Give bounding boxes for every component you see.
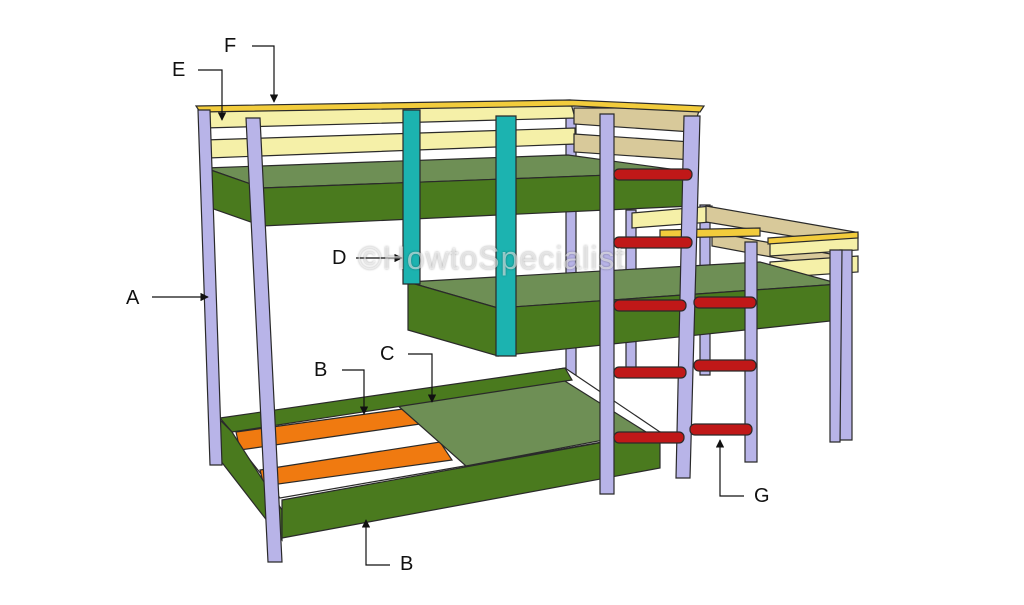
label-b-bottom: B	[400, 553, 414, 575]
label-a: A	[126, 287, 140, 309]
leader-e	[198, 69, 227, 121]
label-c: C	[380, 343, 395, 365]
label-b-top: B	[314, 359, 328, 381]
leader-lines	[152, 45, 744, 566]
label-d: D	[332, 247, 347, 269]
label-g: G	[754, 485, 770, 507]
bottom-frame-b	[281, 431, 661, 539]
leader-b-bottom	[361, 519, 390, 566]
bottom-bunk	[218, 367, 662, 542]
ladder-rungs	[613, 168, 757, 444]
watermark: ©HowtoSpecialist	[358, 240, 626, 276]
leader-b-top	[342, 369, 369, 415]
support-d-back	[402, 109, 421, 285]
support-d-front	[495, 115, 517, 357]
center-supports	[402, 109, 517, 357]
front-legs	[197, 109, 701, 563]
top-bunk	[194, 99, 706, 227]
leader-f	[252, 45, 279, 103]
leader-c	[408, 353, 437, 403]
label-f: F	[224, 35, 237, 57]
leader-g	[715, 439, 744, 497]
label-e: E	[172, 59, 186, 81]
leg-a	[197, 109, 223, 466]
